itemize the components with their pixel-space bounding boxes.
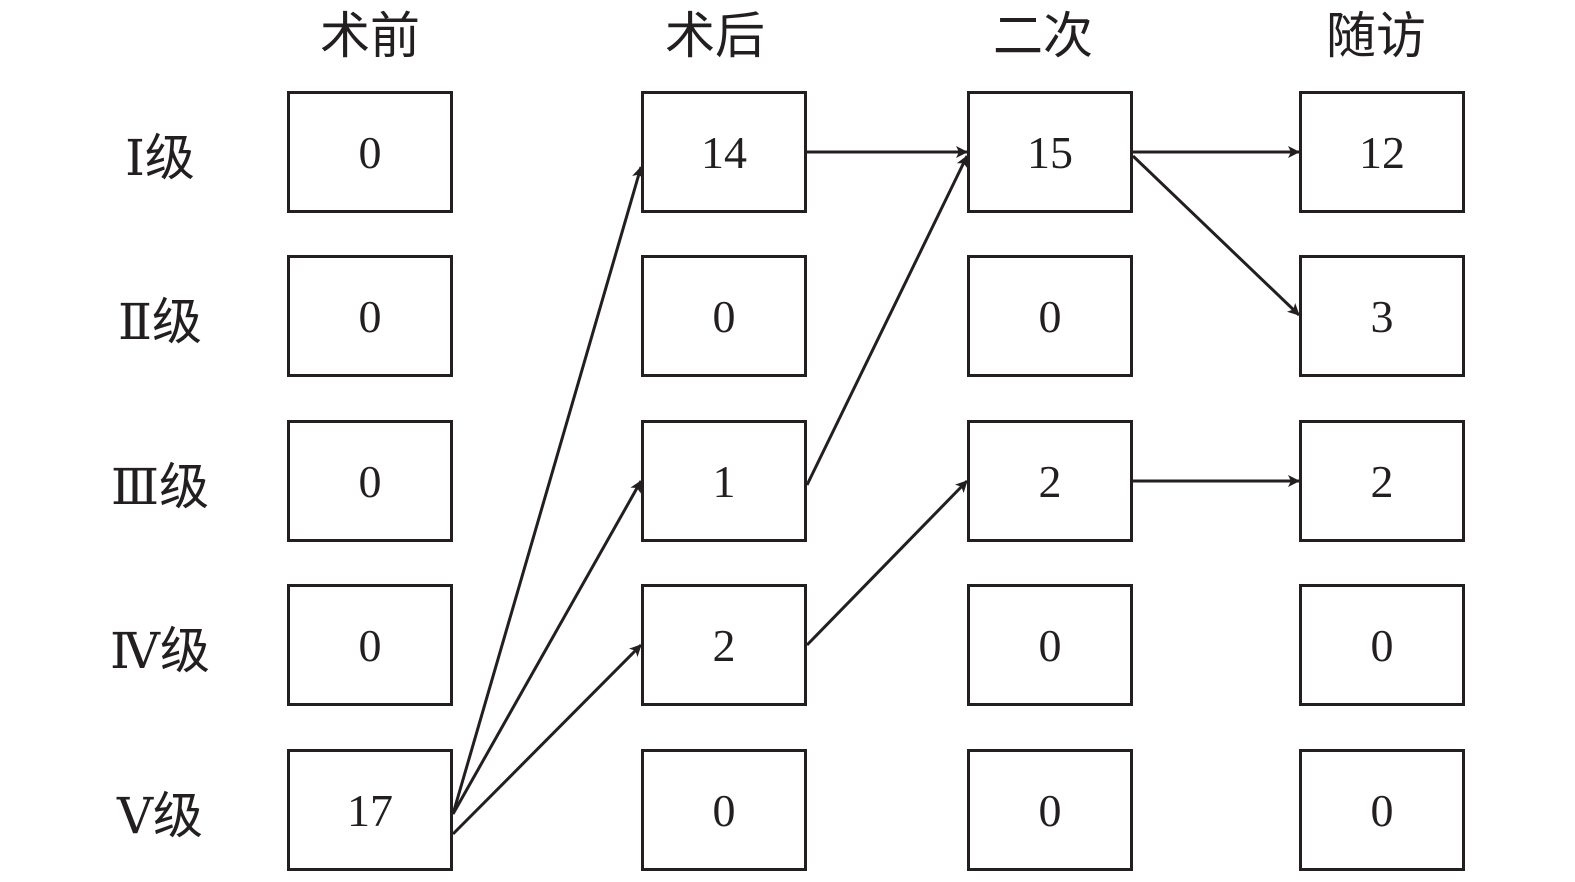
- transition-arrow: [805, 155, 969, 486]
- column-header-second: 二次: [993, 7, 1093, 65]
- column-header-preop: 术前: [320, 7, 420, 65]
- cell-preop-grade-3: 0: [287, 420, 453, 542]
- cell-postop-grade-3: 1: [641, 420, 807, 542]
- cell-postop-grade-2: 0: [641, 255, 807, 377]
- transition-arrow: [451, 643, 643, 836]
- cell-second-grade-2: 0: [967, 255, 1133, 377]
- transition-arrow: [805, 479, 969, 647]
- row-label-grade-1: Ⅰ级: [125, 129, 195, 187]
- transition-arrow: [451, 480, 643, 815]
- column-header-postop: 术后: [665, 7, 765, 65]
- row-label-grade-3: Ⅲ级: [110, 458, 210, 516]
- cell-second-grade-4: 0: [967, 584, 1133, 706]
- cell-followup-grade-5: 0: [1299, 749, 1465, 871]
- cell-preop-grade-2: 0: [287, 255, 453, 377]
- cell-followup-grade-3: 2: [1299, 420, 1465, 542]
- cell-second-grade-1: 15: [967, 91, 1133, 213]
- row-label-grade-2: Ⅱ级: [118, 293, 202, 351]
- cell-second-grade-3: 2: [967, 420, 1133, 542]
- cell-followup-grade-1: 12: [1299, 91, 1465, 213]
- row-label-grade-4: Ⅳ级: [110, 622, 210, 680]
- cell-preop-grade-5: 17: [287, 749, 453, 871]
- cell-followup-grade-4: 0: [1299, 584, 1465, 706]
- cell-second-grade-5: 0: [967, 749, 1133, 871]
- cell-preop-grade-1: 0: [287, 91, 453, 213]
- cell-postop-grade-1: 14: [641, 91, 807, 213]
- transition-arrow: [1131, 154, 1301, 317]
- cell-preop-grade-4: 0: [287, 584, 453, 706]
- transition-arrow: [451, 166, 644, 815]
- cell-postop-grade-4: 2: [641, 584, 807, 706]
- column-header-followup: 随访: [1326, 7, 1426, 65]
- cell-followup-grade-2: 3: [1299, 255, 1465, 377]
- row-label-grade-5: Ⅴ级: [116, 787, 204, 845]
- cell-postop-grade-5: 0: [641, 749, 807, 871]
